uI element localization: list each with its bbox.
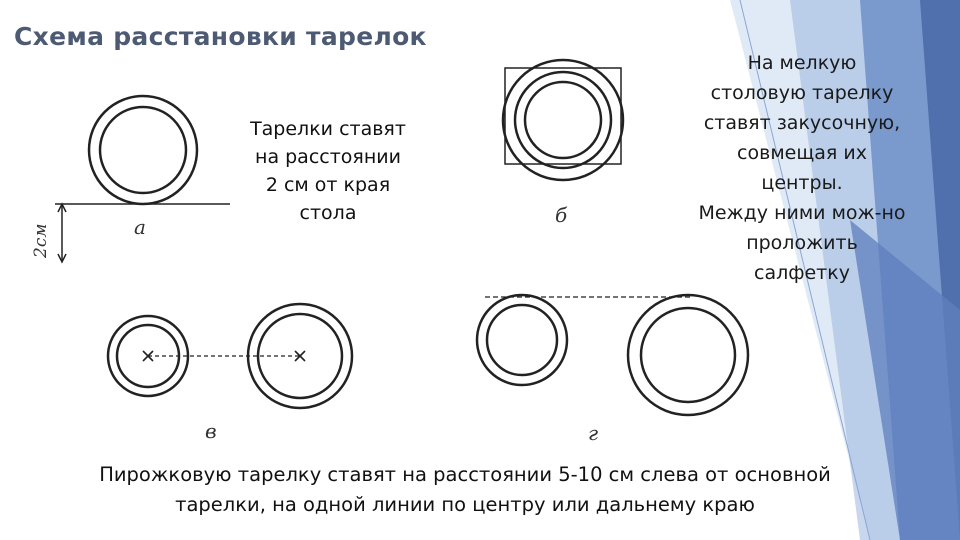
label-a: а <box>134 215 146 239</box>
deco-line <box>739 0 871 540</box>
text-bread-plate-note: Пирожковую тарелку ставят на расстоянии … <box>99 463 831 516</box>
plate-g-large-outer <box>626 293 750 417</box>
napkin-square <box>504 67 622 165</box>
page-title: Схема расстановки тарелок <box>14 22 427 51</box>
center-mark-small <box>142 350 154 362</box>
text-snack-plate-note: На мелкую столовую тарелку ставят закусо… <box>698 52 906 284</box>
label-distance: 2см <box>31 224 51 259</box>
text-distance-note: Тарелки ставят на расстоянии 2 см от кра… <box>250 118 406 224</box>
plate-g-small-inner <box>485 303 559 377</box>
label-b: б <box>555 203 568 227</box>
plate-v-large-inner <box>256 312 344 400</box>
figure-g <box>475 293 750 417</box>
plate-v-small-outer <box>106 314 190 398</box>
figure-b <box>501 58 625 182</box>
arrow-head-top <box>57 202 67 213</box>
center-mark-large <box>294 350 306 362</box>
plate-a-outer <box>87 94 199 206</box>
arrow-head-bottom <box>57 253 67 264</box>
plate-b-middle <box>513 70 613 170</box>
plate-a-inner <box>98 105 188 195</box>
plate-b-outer <box>501 58 625 182</box>
deco-shape-lower <box>850 220 960 540</box>
plate-g-large-inner <box>639 306 737 404</box>
plate-g-small-outer <box>475 293 569 387</box>
label-g: г <box>588 421 598 445</box>
plate-b-inner <box>523 80 603 160</box>
figure-v <box>106 302 354 410</box>
label-v: в <box>205 419 217 443</box>
figure-a <box>55 94 230 264</box>
